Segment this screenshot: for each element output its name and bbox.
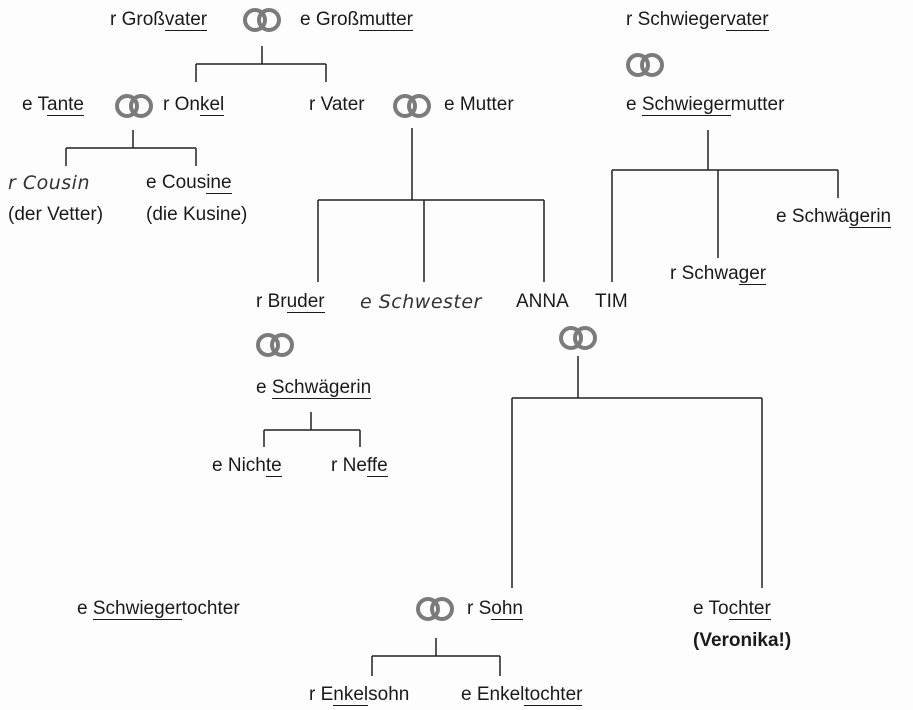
label-daughter-name: (Veronika!) xyxy=(693,630,792,651)
label-sister: e Schwester xyxy=(360,291,482,313)
wedding-rings-icon xyxy=(256,333,294,357)
label-cousin-male-alt: (der Vetter) xyxy=(8,204,104,225)
label-grandmother: e Großmutter xyxy=(300,9,413,31)
label-cousin-male: r Cousin xyxy=(8,172,91,194)
label-cousin-female-alt: (die Kusine) xyxy=(146,204,248,225)
label-sister-in-law-left: e Schwägerin xyxy=(256,377,372,399)
wedding-rings-icon xyxy=(626,53,664,77)
label-father: r Vater xyxy=(309,94,365,115)
label-grandfather: r Großvater xyxy=(110,9,208,31)
wedding-rings-icon xyxy=(416,597,454,621)
label-nephew: r Neffe xyxy=(331,455,388,477)
label-anna: ANNA xyxy=(516,291,569,312)
label-grandson: r Enkelsohn xyxy=(309,684,410,706)
label-sister-in-law-right: e Schwägerin xyxy=(776,206,892,228)
wedding-rings-icon xyxy=(559,326,597,350)
label-father-in-law: r Schwiegervater xyxy=(626,9,769,31)
wedding-rings-icon xyxy=(393,94,431,118)
label-niece: e Nichte xyxy=(212,455,282,477)
wedding-rings-icon xyxy=(115,94,153,118)
label-brother-in-law: r Schwager xyxy=(670,263,767,285)
label-brother: r Bruder xyxy=(256,291,325,313)
label-uncle: r Onkel xyxy=(163,94,225,116)
label-tim: TIM xyxy=(595,291,628,312)
label-mother: e Mutter xyxy=(444,94,514,115)
label-aunt: e Tante xyxy=(22,94,84,116)
label-mother-in-law: e Schwiegermutter xyxy=(626,94,785,116)
label-granddaughter: e Enkeltochter xyxy=(461,684,583,706)
label-daughter-in-law: e Schwiegertochter xyxy=(77,598,240,620)
wedding-rings-icon xyxy=(243,8,281,32)
label-cousin-female: e Cousine xyxy=(146,172,232,194)
label-daughter: e Tochter xyxy=(693,598,771,620)
label-son: r Sohn xyxy=(467,598,523,620)
